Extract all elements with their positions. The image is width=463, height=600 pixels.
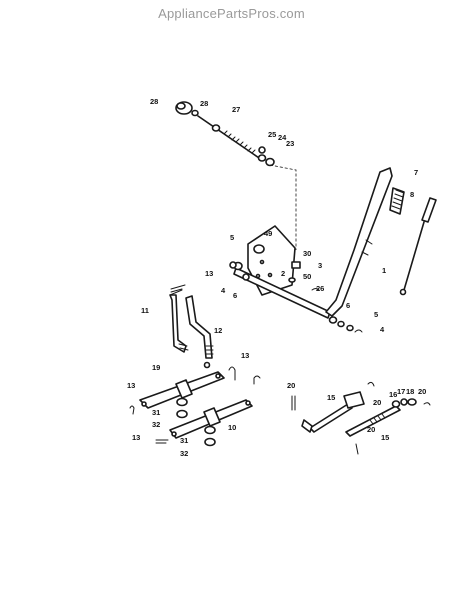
callout-31: 31	[152, 408, 160, 417]
left-lift-link-part	[169, 289, 189, 353]
rear-link-rod-part	[301, 391, 365, 433]
callout-13: 13	[127, 381, 135, 390]
bushing-part	[288, 261, 301, 283]
hitch-pin-part	[129, 284, 261, 444]
callout-20: 20	[373, 398, 381, 407]
callout-4: 4	[221, 286, 226, 295]
callout-20: 20	[367, 425, 375, 434]
cotter-pin-part	[291, 381, 431, 455]
callout-49: 49	[264, 229, 272, 238]
callout-32: 32	[152, 420, 160, 429]
callout-3: 3	[318, 261, 322, 270]
callout-30: 30	[303, 249, 311, 258]
alignment-guide-line	[269, 164, 297, 250]
callout-1: 1	[382, 266, 386, 275]
spring-nut-part	[257, 146, 275, 167]
callout-6: 6	[233, 291, 237, 300]
callout-13: 13	[241, 351, 249, 360]
lift-shaft-part	[229, 261, 363, 333]
upper-lift-arm-part	[139, 371, 225, 409]
arm-washers-part	[176, 397, 216, 447]
callout-20: 20	[287, 381, 295, 390]
callout-labels: 28 28 27 25 24 23 7 8 49 5 30 2 3 50 26 …	[127, 97, 426, 458]
callout-28: 28	[150, 97, 158, 106]
callout-13: 13	[205, 269, 213, 278]
adjustment-knob-part	[175, 101, 193, 115]
callout-19: 19	[152, 363, 160, 372]
handle-grip-rod-part	[399, 197, 437, 296]
callout-6: 6	[346, 301, 350, 310]
threaded-adjustment-rod-part	[197, 115, 263, 161]
callout-11: 11	[141, 306, 149, 315]
callout-4: 4	[380, 325, 385, 334]
callout-28: 28	[200, 99, 208, 108]
callout-8: 8	[410, 190, 414, 199]
pivot-bracket-plate-part	[247, 225, 296, 296]
lower-lift-arm-part	[169, 399, 253, 439]
watermark: AppliancePartsPros.com	[158, 6, 305, 21]
callout-12: 12	[214, 326, 222, 335]
callout-2: 2	[281, 269, 285, 278]
callout-23: 23	[286, 139, 294, 148]
callout-5: 5	[230, 233, 234, 242]
callout-7: 7	[414, 168, 418, 177]
callout-50: 50	[303, 272, 311, 281]
callout-17: 17	[397, 387, 405, 396]
spacer-washer-part	[253, 244, 265, 254]
washer-part	[191, 109, 199, 117]
callout-15: 15	[327, 393, 335, 402]
handle-spring-part	[389, 187, 405, 215]
callout-5: 5	[374, 310, 378, 319]
callout-32: 32	[180, 449, 188, 458]
lift-handle-part	[325, 167, 393, 317]
callout-16: 16	[389, 390, 397, 399]
callout-15: 15	[381, 433, 389, 442]
rear-adjust-rod-part	[345, 398, 417, 437]
callout-27: 27	[232, 105, 240, 114]
callout-25: 25	[268, 130, 276, 139]
right-lift-link-part	[185, 295, 214, 369]
callout-10: 10	[228, 423, 236, 432]
callout-13: 13	[132, 433, 140, 442]
callout-24: 24	[278, 133, 287, 142]
callout-20: 20	[418, 387, 426, 396]
callout-31: 31	[180, 436, 188, 445]
callout-18: 18	[406, 387, 414, 396]
callout-26: 26	[316, 284, 324, 293]
